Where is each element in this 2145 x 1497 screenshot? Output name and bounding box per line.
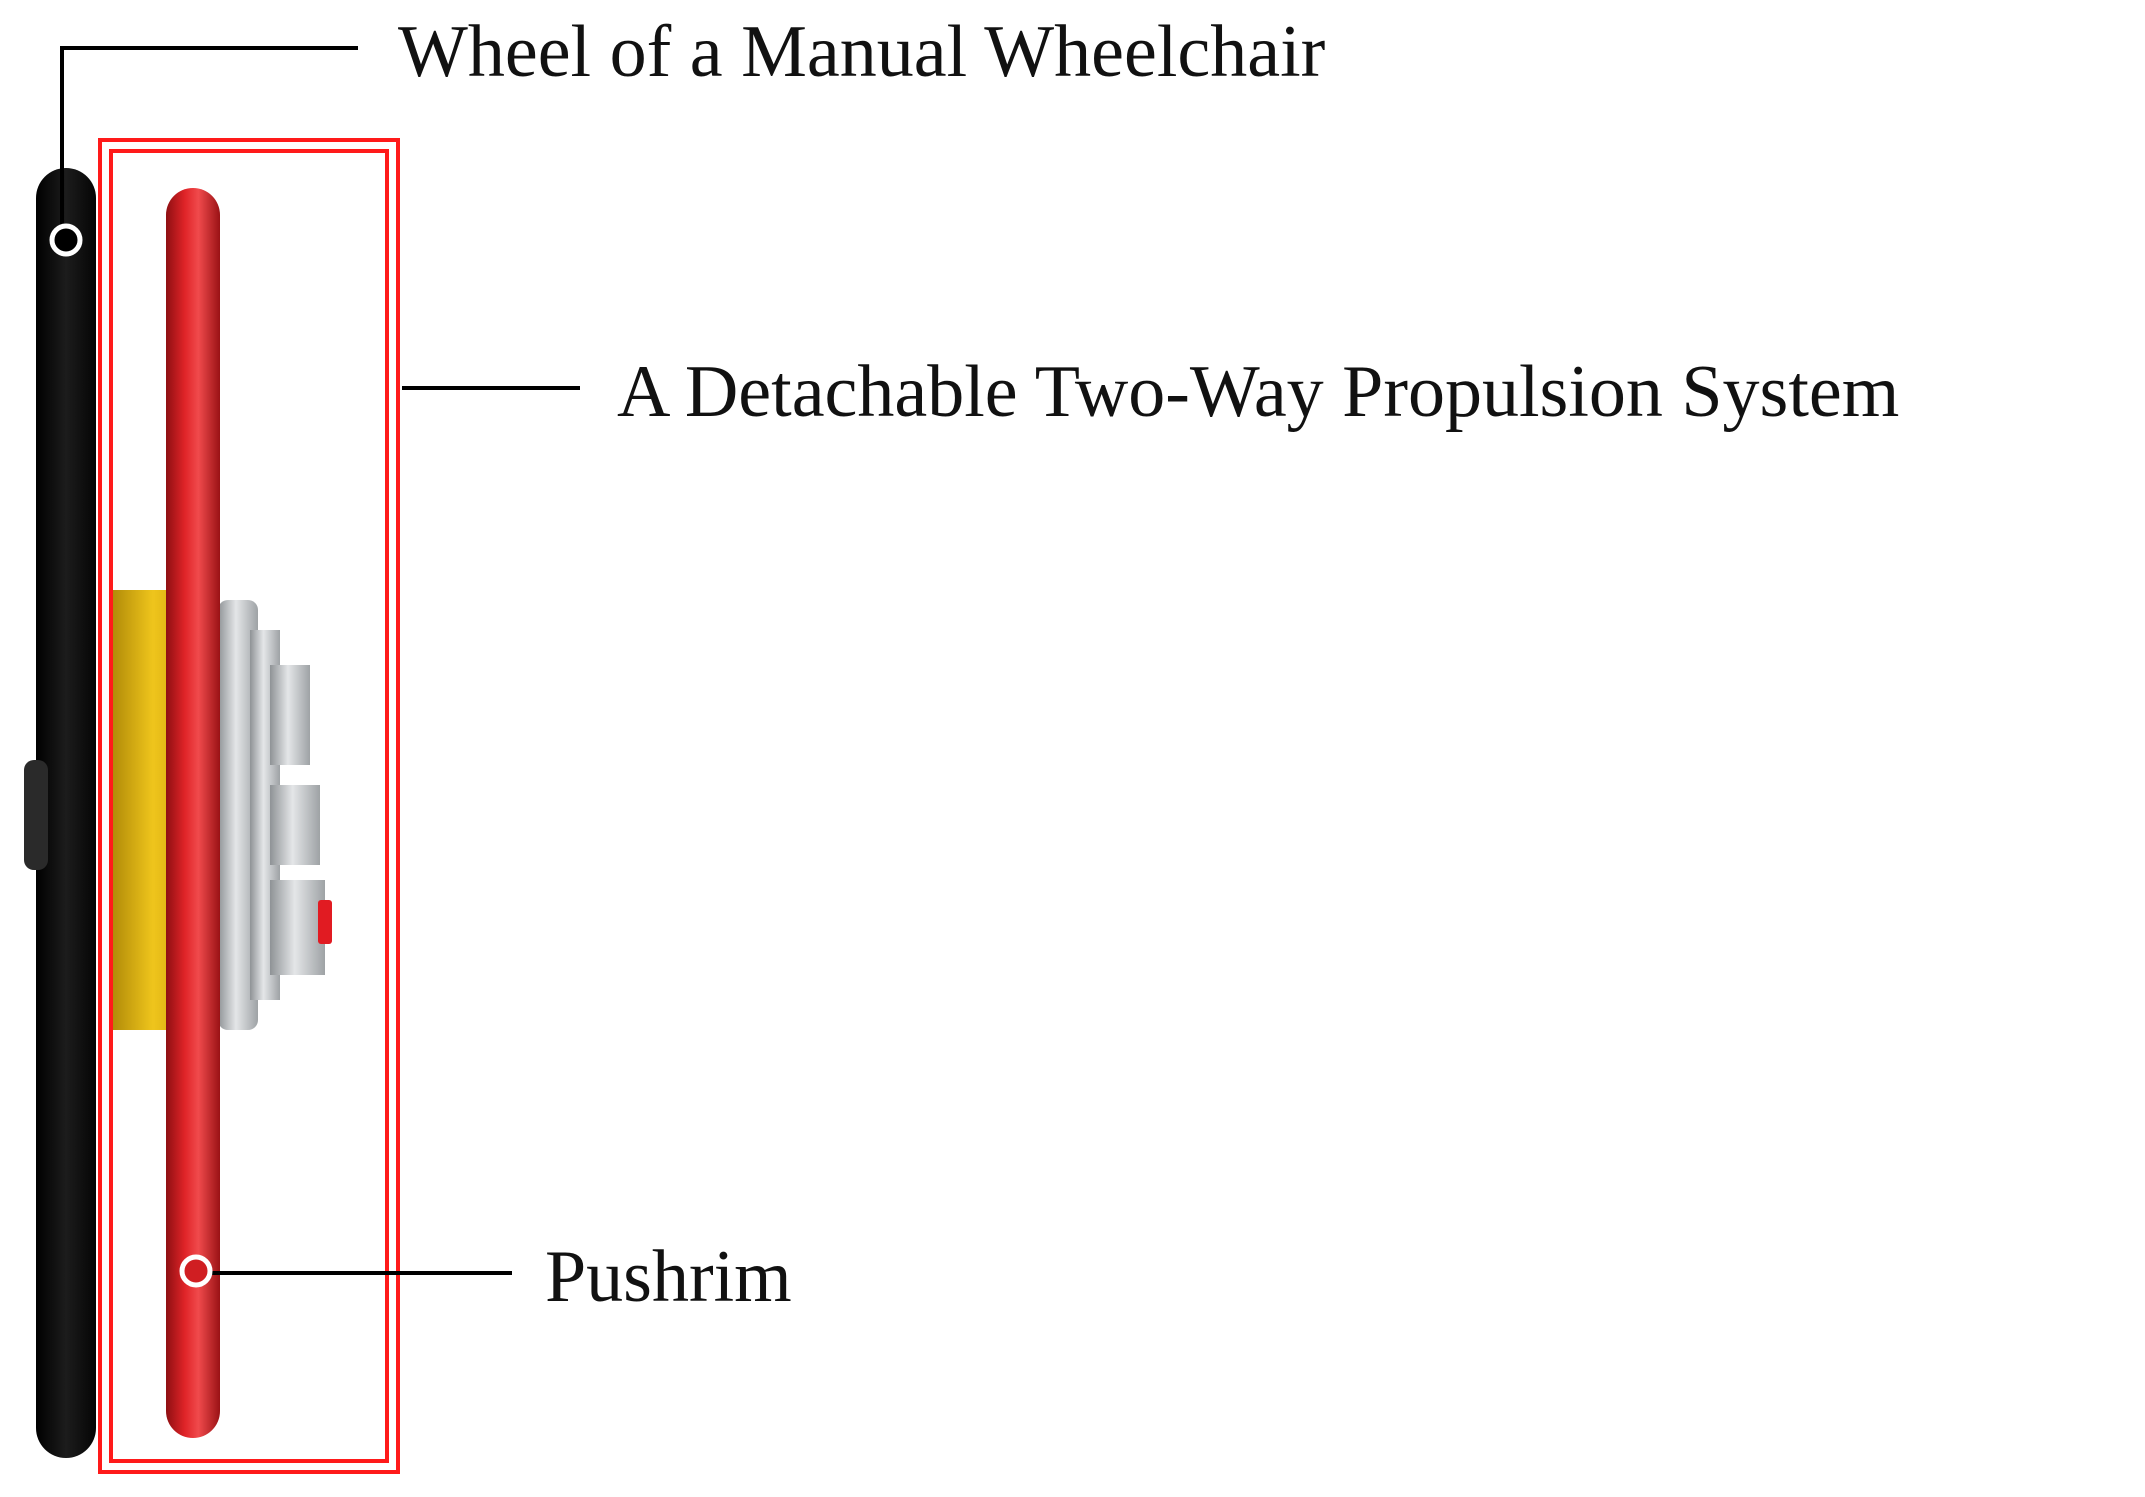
pushrim xyxy=(166,188,220,1438)
wheel-leader-line xyxy=(60,46,358,228)
wheel-tire xyxy=(24,168,96,1458)
hub-gear-assembly xyxy=(218,600,332,1030)
system-label: A Detachable Two-Way Propulsion System xyxy=(617,351,1899,433)
system-highlight-box xyxy=(98,138,400,1474)
pushrim-label: Pushrim xyxy=(545,1236,792,1318)
wheel-marker-icon xyxy=(49,223,83,257)
wheel-label: Wheel of a Manual Wheelchair xyxy=(398,11,1325,93)
pushrim-marker-icon xyxy=(179,1254,213,1288)
